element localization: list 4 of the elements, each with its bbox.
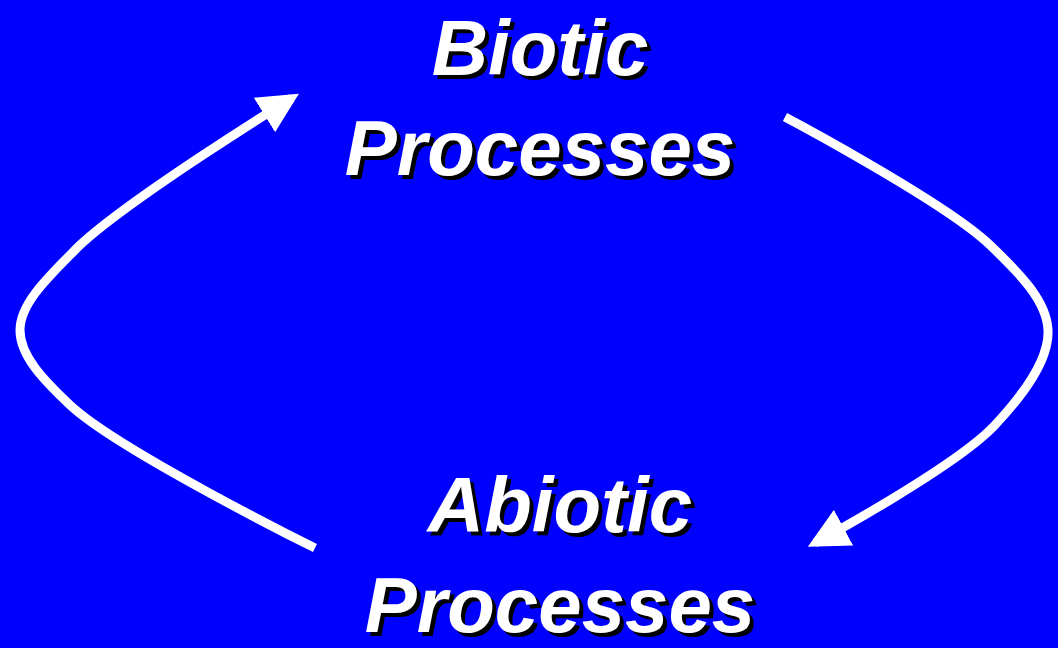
arrow — [782, 113, 1053, 547]
node-label: Biotic Processes — [343, 2, 737, 194]
node-label: Abiotic Processes — [363, 460, 757, 648]
arrow — [15, 93, 317, 553]
